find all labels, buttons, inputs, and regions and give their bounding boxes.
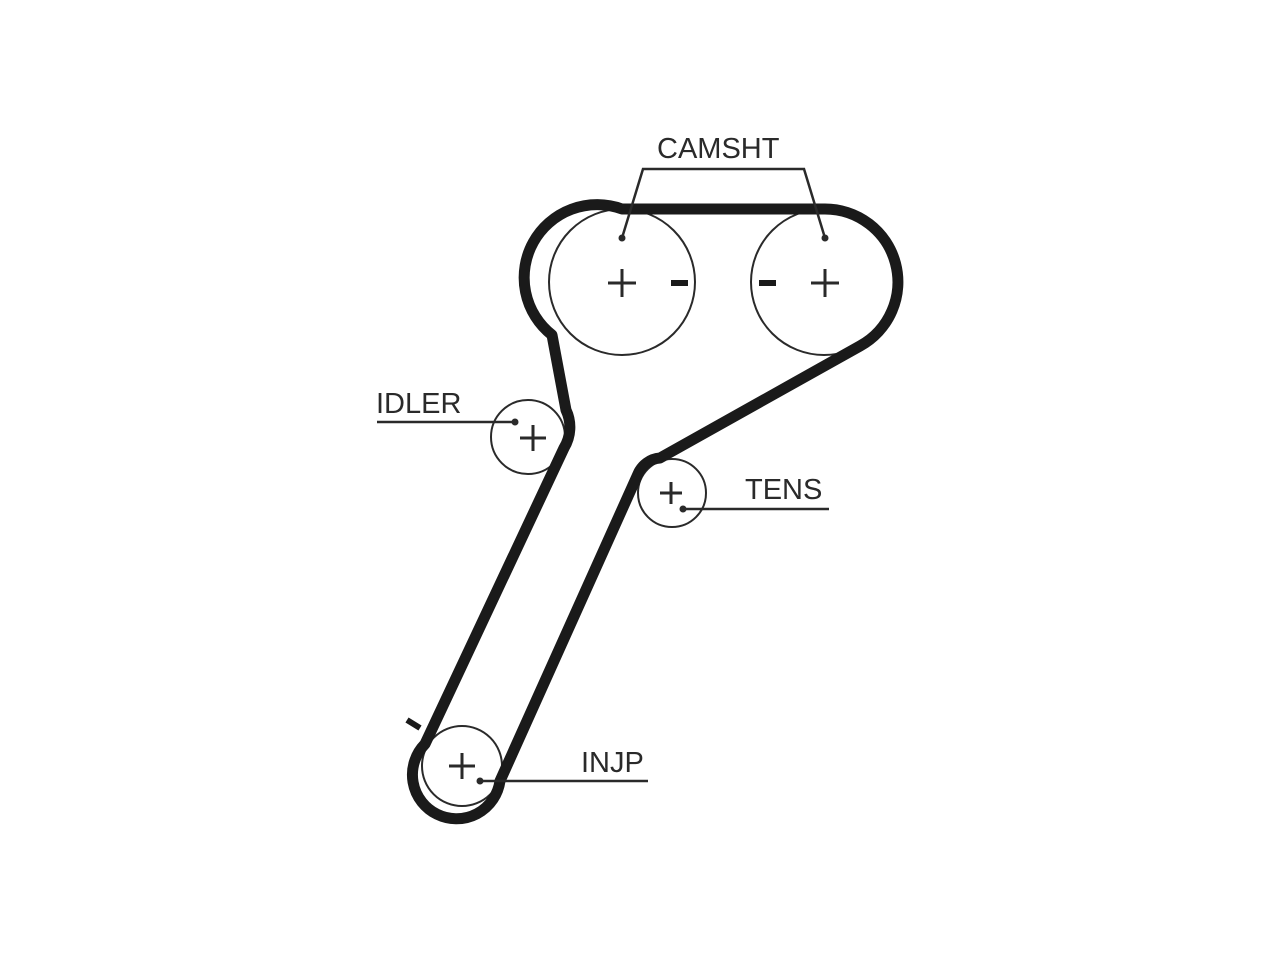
injection-pump-label: INJP <box>581 747 644 779</box>
camshaft-label: CAMSHT <box>657 133 780 165</box>
tensioner-center-mark <box>660 482 682 504</box>
tensioner-leader <box>679 505 829 513</box>
camshaft-right-center-mark <box>811 269 839 297</box>
injection-pump-leader <box>476 777 648 785</box>
idler-label: IDLER <box>376 388 461 420</box>
idler-center-mark <box>520 425 546 451</box>
tensioner-pulley <box>637 458 707 528</box>
tensioner-label: TENS <box>745 474 822 506</box>
camshaft-leader <box>618 167 829 242</box>
injection-pump-center-mark <box>449 753 475 779</box>
injection-pump-timing-mark <box>405 717 422 731</box>
timing-belt <box>406 199 904 825</box>
idler-leader <box>377 418 519 426</box>
camshaft-left-center-mark <box>608 269 636 297</box>
